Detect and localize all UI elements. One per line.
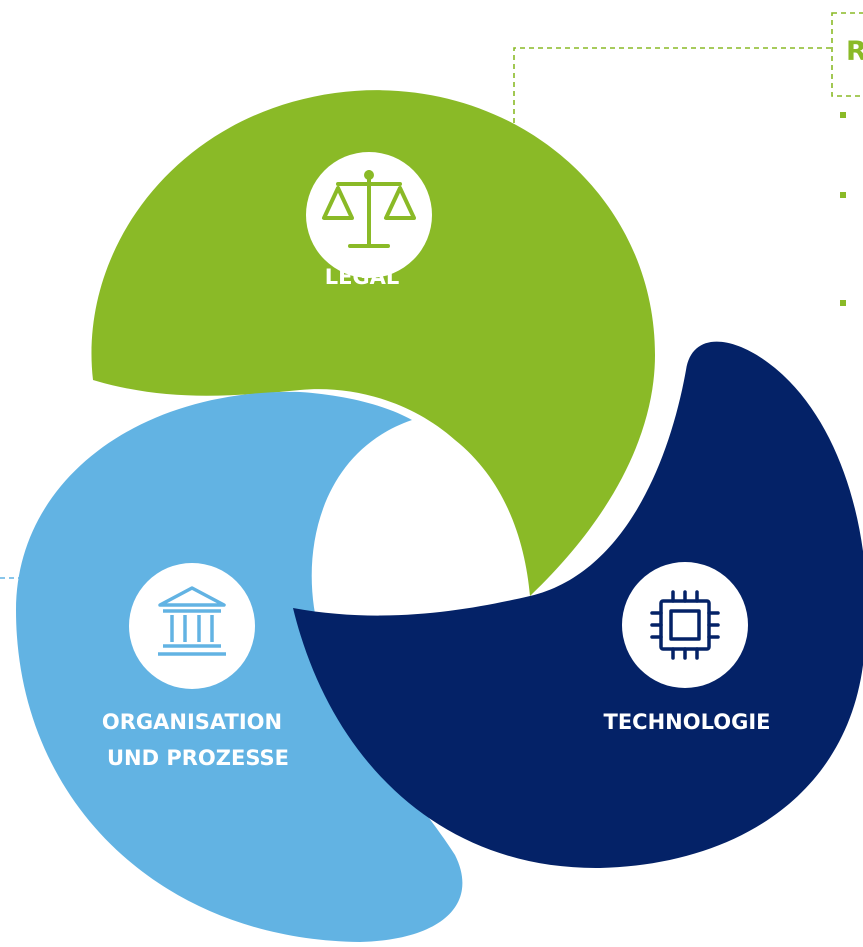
organisation-label-line1: ORGANISATION: [102, 710, 282, 734]
callout-bullet: [840, 112, 846, 118]
callout-bullet: [840, 300, 846, 306]
organisation-icon-circle: [129, 563, 255, 689]
technologie-icon-circle: [622, 562, 748, 688]
legal-segment[interactable]: [91, 90, 655, 596]
callout-bullet: [840, 192, 846, 198]
technologie-label: TECHNOLOGIE: [604, 710, 771, 734]
callout-heading: R: [846, 36, 863, 67]
legal-connector-line: [513, 47, 832, 132]
callout-box: [831, 12, 863, 97]
chip-icon: [650, 590, 720, 660]
institution-icon: [158, 586, 226, 656]
technologie-segment[interactable]: [293, 341, 863, 869]
scales-icon: [322, 170, 416, 248]
legal-label: LEGAL: [325, 265, 400, 289]
organisation-label-line2: UND PROZESSE: [107, 746, 289, 770]
